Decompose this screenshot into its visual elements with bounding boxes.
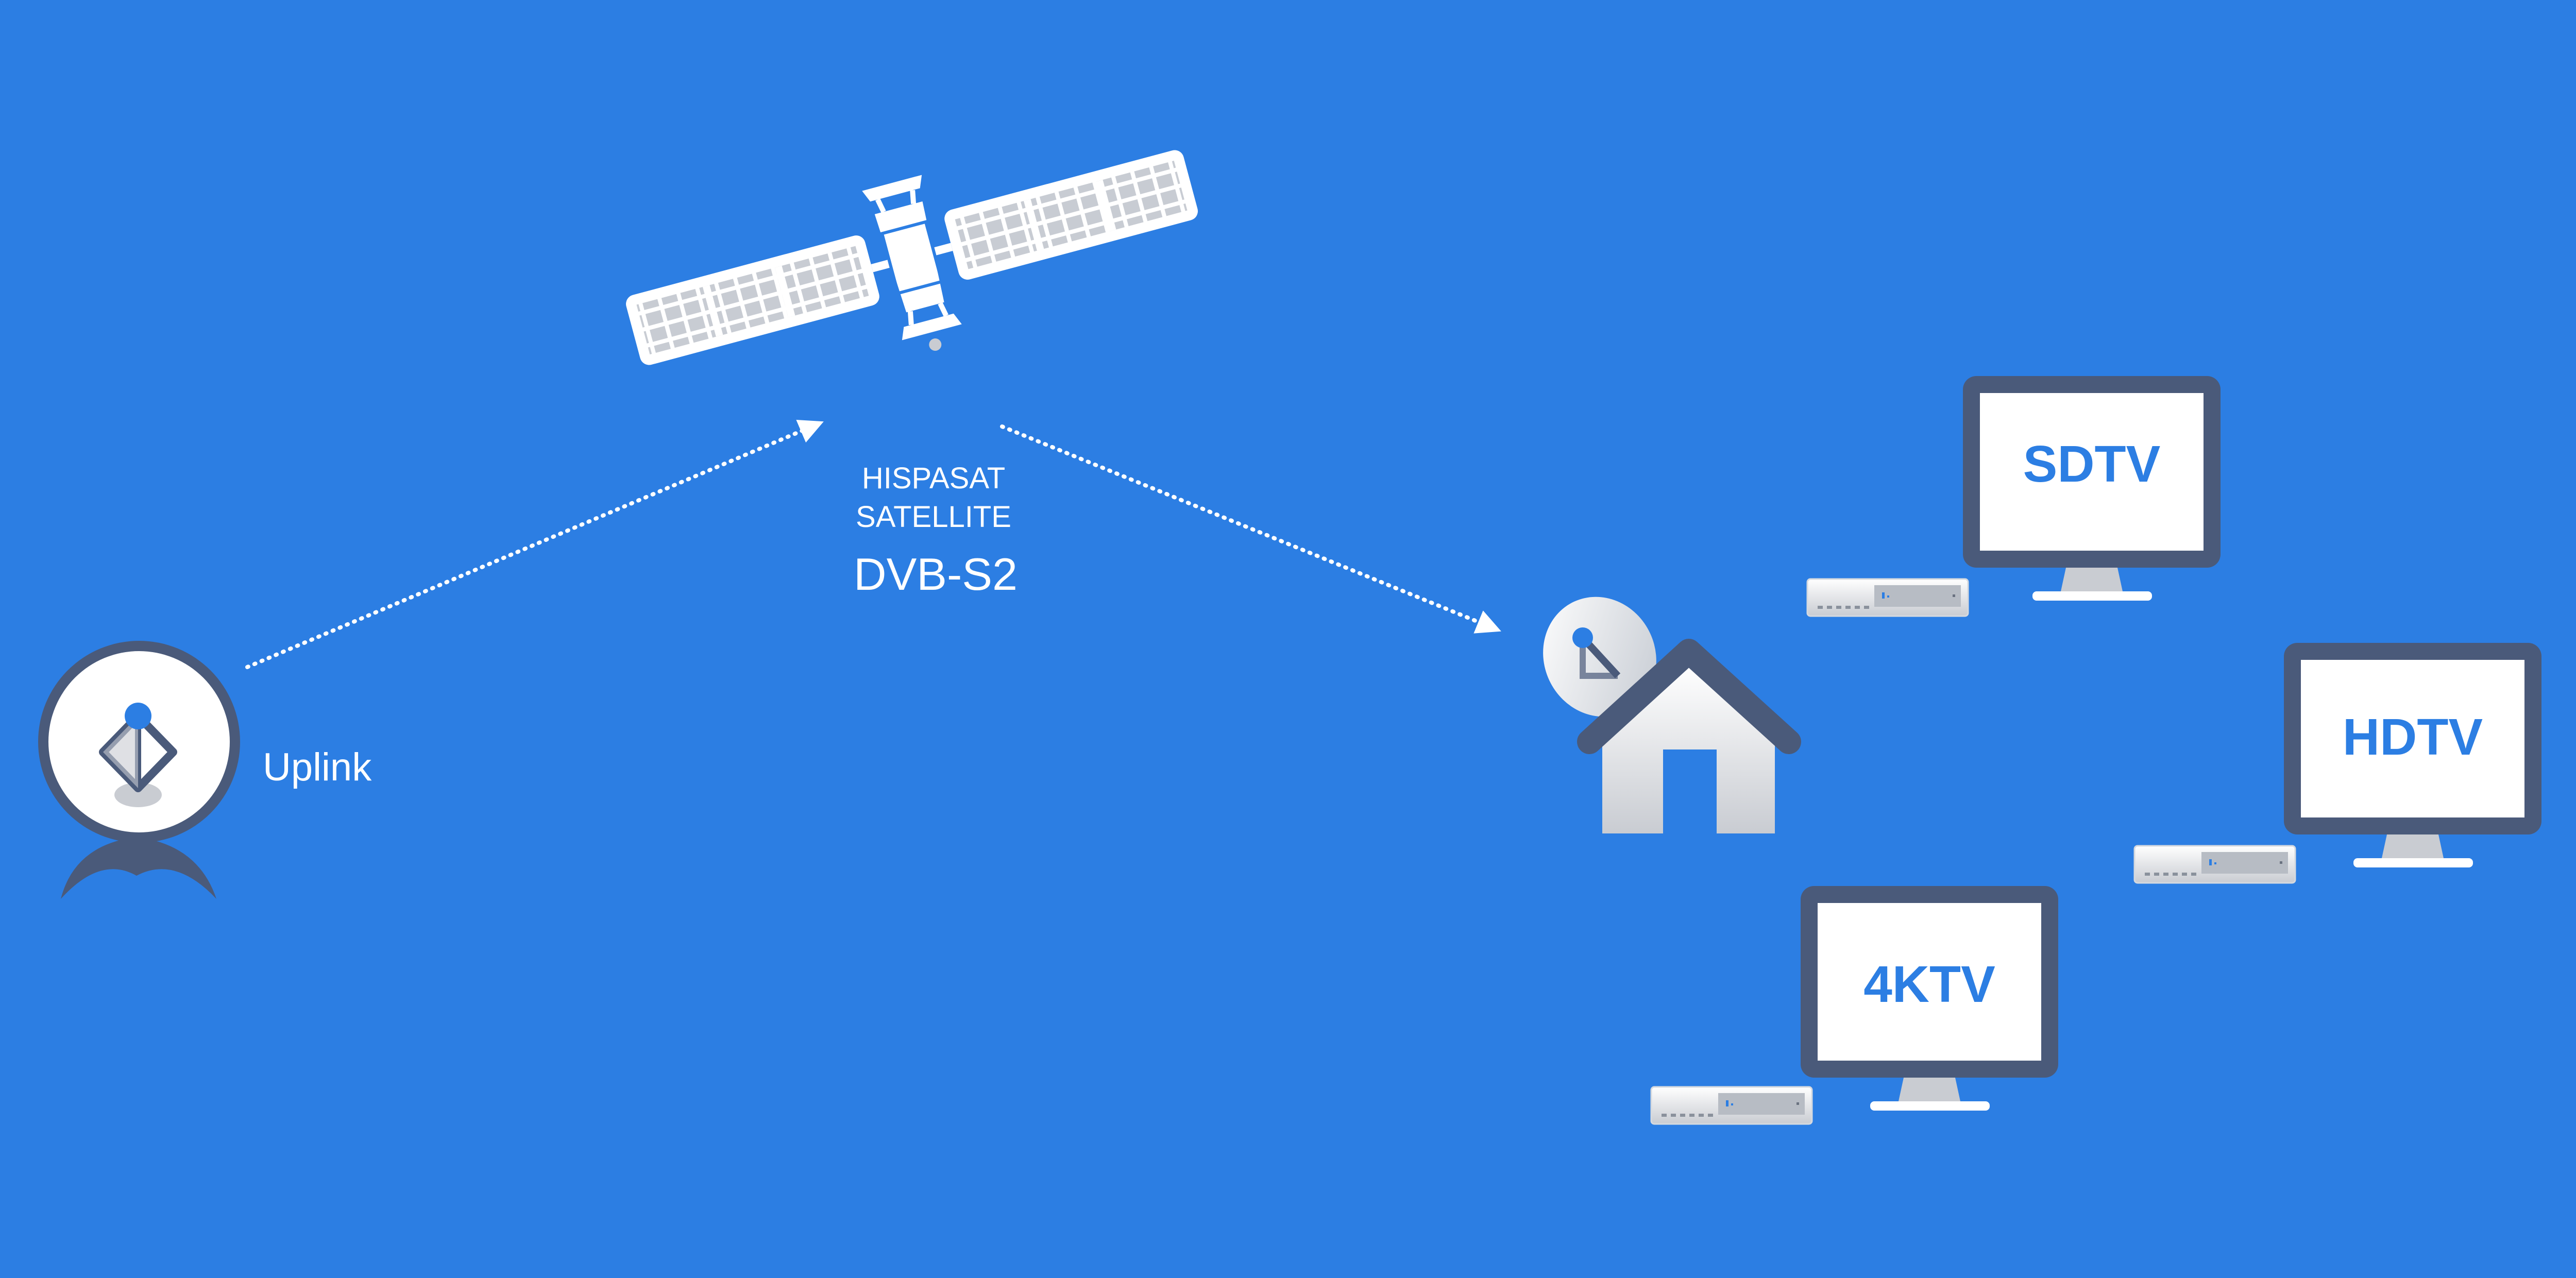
set-top-box-hdtv (2133, 845, 2296, 884)
screen-label-hdtv: HDTV (2343, 708, 2483, 766)
uplink-beam-arrow (245, 419, 824, 669)
satellite-name-line2: SATELLITE (856, 500, 1011, 534)
screen-label-sdtv: SDTV (2023, 435, 2161, 493)
house-with-dish-icon (1543, 597, 1801, 833)
downlink-beam-arrow (1000, 424, 1501, 634)
satellite-icon (626, 150, 1198, 365)
tv-monitor-hdtv: HDTV (2133, 643, 2541, 884)
uplink-dish-icon (38, 641, 240, 899)
satellite-standard-label: DVB-S2 (854, 549, 1018, 600)
set-top-box-sdtv (1806, 578, 1969, 617)
set-top-box-4ktv (1650, 1086, 1813, 1125)
tv-monitor-sdtv: SDTV (1806, 376, 2221, 617)
uplink-label: Uplink (263, 745, 372, 789)
satellite-name-line1: HISPASAT (862, 462, 1005, 495)
screen-label-4ktv: 4KTV (1863, 956, 1995, 1013)
tv-monitor-4ktv: 4KTV (1650, 886, 2058, 1125)
